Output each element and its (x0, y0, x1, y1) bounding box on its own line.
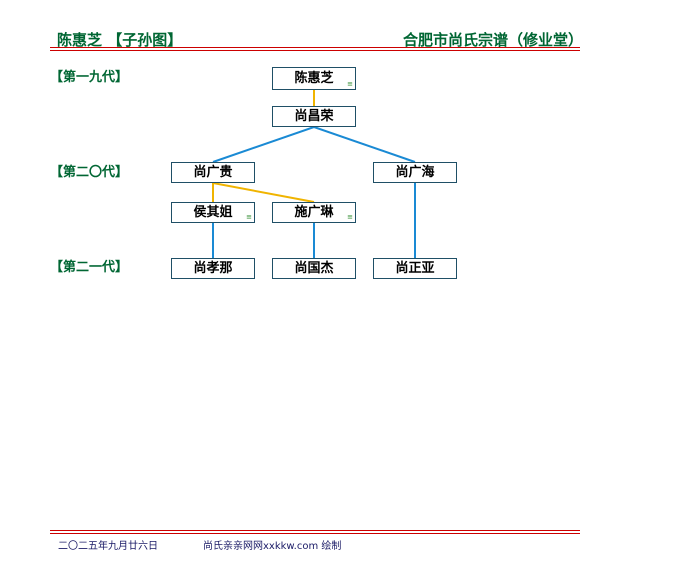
person-box-hou-qijie[interactable]: 侯其姐 ≡ (171, 202, 255, 223)
header-rule-top (50, 47, 580, 48)
person-name: 尚国杰 (294, 261, 334, 276)
spouse-mark-icon: ≡ (347, 213, 353, 221)
spouse-mark-icon: ≡ (347, 80, 353, 88)
person-name: 尚昌荣 (294, 109, 334, 124)
footer-date: 二〇二五年九月廿六日 (58, 541, 158, 552)
person-name: 尚广海 (395, 165, 435, 180)
person-box-shang-zhengya[interactable]: 尚正亚 (373, 258, 457, 279)
person-name: 侯其姐 (193, 205, 233, 220)
header-rule-bottom (50, 50, 580, 51)
person-box-shang-guanggui[interactable]: 尚广贵 (171, 162, 255, 183)
genealogy-title: 合肥市尚氏宗谱（修业堂） (402, 31, 583, 49)
descent-line-guanghai (313, 126, 416, 163)
person-name: 尚正亚 (395, 261, 435, 276)
descent-line-guanggui (212, 126, 315, 163)
person-box-shang-guanghai[interactable]: 尚广海 (373, 162, 457, 183)
page-title: 陈惠芝 【子孙图】 (57, 31, 183, 49)
generation-label-21: 【第二一代】 (50, 260, 129, 275)
person-name: 尚孝那 (193, 261, 233, 276)
generation-label-20: 【第二〇代】 (50, 165, 129, 180)
person-box-shang-guojie[interactable]: 尚国杰 (272, 258, 356, 279)
person-name: 陈惠芝 (294, 71, 334, 86)
footer-rule-bottom (50, 533, 580, 534)
person-name: 尚广贵 (193, 165, 233, 180)
generation-label-19: 【第一九代】 (50, 70, 129, 85)
footer-rule-top (50, 530, 580, 531)
marriage-line-shi (212, 182, 315, 203)
footer-credit: 尚氏亲亲网网xxkkw.com 绘制 (203, 541, 342, 552)
person-name: 施广琳 (294, 205, 334, 220)
person-box-shang-changrong[interactable]: 尚昌荣 (272, 106, 356, 127)
person-box-chen-huizhi[interactable]: 陈惠芝 ≡ (272, 67, 356, 90)
person-box-shang-xiaona[interactable]: 尚孝那 (171, 258, 255, 279)
person-box-shi-guanglin[interactable]: 施广琳 ≡ (272, 202, 356, 223)
spouse-mark-icon: ≡ (246, 213, 252, 221)
